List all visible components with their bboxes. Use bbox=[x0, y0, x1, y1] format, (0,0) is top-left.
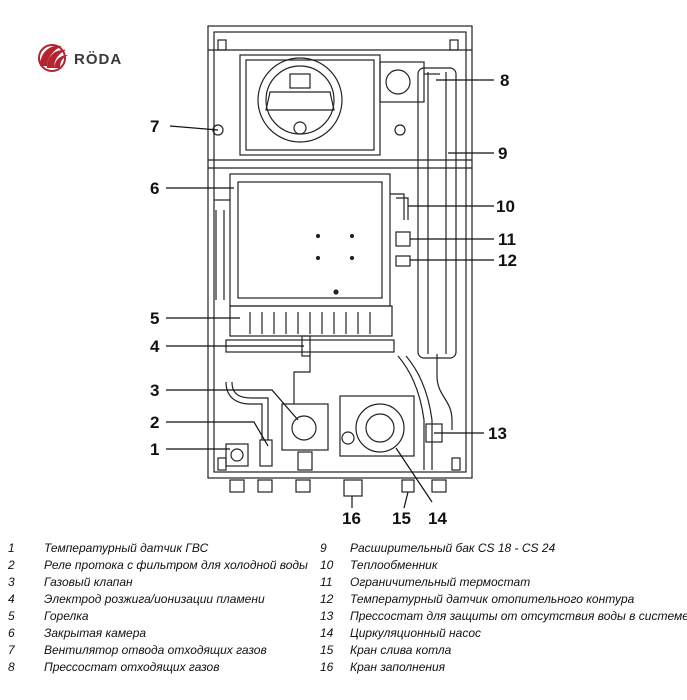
leader-line-3 bbox=[166, 389, 299, 421]
legend-number: 6 bbox=[8, 626, 15, 640]
legend-left: 1 Температурный датчик ГВС 2 Реле протока … bbox=[8, 540, 328, 680]
legend-number: 9 bbox=[320, 541, 327, 555]
leader-line-2 bbox=[166, 421, 269, 447]
leader-line-15 bbox=[403, 491, 409, 509]
legend-text: Горелка bbox=[44, 609, 89, 623]
callout-14: 14 bbox=[428, 509, 447, 528]
legend-text: Закрытая камера bbox=[44, 626, 147, 640]
callout-5: 5 bbox=[150, 309, 159, 328]
bottom-fittings bbox=[229, 479, 447, 497]
boiler-inner-panel bbox=[213, 31, 467, 473]
legend-text: Прессостат для защиты от отсутствия воды… bbox=[350, 609, 687, 623]
legend-number: 13 bbox=[320, 609, 334, 623]
callout-2: 2 bbox=[150, 413, 159, 432]
legend-text: Прессостат отходящих газов bbox=[44, 660, 220, 674]
legend-number: 4 bbox=[8, 592, 15, 606]
air-pressure-switch bbox=[379, 61, 440, 136]
legend-number: 2 bbox=[8, 558, 15, 572]
flow-switch bbox=[225, 381, 273, 467]
gas-valve bbox=[281, 356, 329, 471]
legend-number: 7 bbox=[8, 643, 15, 657]
legend-number: 10 bbox=[320, 558, 334, 572]
heat-exchanger bbox=[214, 193, 411, 300]
roda-logo: RÖDA bbox=[38, 44, 122, 72]
legend-number: 14 bbox=[320, 626, 334, 640]
legend-text: Кран заполнения bbox=[350, 660, 446, 674]
leader-lines bbox=[166, 79, 494, 509]
callout-13: 13 bbox=[488, 424, 507, 443]
callout-12: 12 bbox=[498, 251, 517, 270]
callout-numbers: 7 8 9 6 10 11 12 5 4 3 2 1 13 14 15 16 bbox=[150, 71, 517, 528]
combustion-chamber bbox=[229, 173, 391, 307]
callout-9: 9 bbox=[498, 144, 507, 163]
legend-text: Теплообменник bbox=[350, 558, 438, 572]
legend-text: Вентилятор отвода отходящих газов bbox=[44, 643, 267, 657]
legend-number: 15 bbox=[320, 643, 334, 657]
legend-text: Газовый клапан bbox=[44, 575, 133, 589]
legend-number: 3 bbox=[8, 575, 15, 589]
circulation-pump bbox=[339, 355, 433, 470]
dhw-sensor bbox=[225, 443, 249, 467]
boiler-outer-panel bbox=[207, 25, 473, 479]
callout-1: 1 bbox=[150, 440, 159, 459]
legend-number: 1 bbox=[8, 541, 15, 555]
legend-text: Электрод розжига/ионизации пламени bbox=[44, 592, 265, 606]
callout-4: 4 bbox=[150, 337, 160, 356]
legend-text: Циркуляционный насос bbox=[350, 626, 481, 640]
fan-housing bbox=[212, 54, 381, 156]
legend-text: Ограничительный термостат bbox=[350, 575, 531, 589]
legend-text: Температурный датчик отопительного конту… bbox=[350, 592, 635, 606]
callout-6: 6 bbox=[150, 179, 159, 198]
callout-8: 8 bbox=[500, 71, 509, 90]
legend-text: Температурный датчик ГВС bbox=[44, 541, 209, 555]
legend-right: 9 Расширительный бак CS 18 - CS 24 10 Тепл… bbox=[320, 540, 687, 680]
leader-line-14 bbox=[395, 447, 433, 503]
roda-logo-text: RÖDA bbox=[74, 51, 122, 68]
roda-logo-mark bbox=[38, 44, 68, 72]
legend-number: 11 bbox=[320, 575, 333, 589]
legend-number: 8 bbox=[8, 660, 15, 674]
burner bbox=[225, 305, 395, 357]
legend-text: Кран слива котла bbox=[350, 643, 452, 657]
callout-3: 3 bbox=[150, 381, 159, 400]
callout-16: 16 bbox=[342, 509, 361, 528]
legend-number: 12 bbox=[320, 592, 334, 606]
legend-text: Расширительный бак CS 18 - CS 24 bbox=[350, 541, 556, 555]
leader-line-7 bbox=[169, 125, 219, 131]
legend-number: 16 bbox=[320, 660, 334, 674]
legend-number: 5 bbox=[8, 609, 15, 623]
callout-7: 7 bbox=[150, 117, 159, 136]
fill-tap bbox=[343, 479, 363, 497]
legend-text: Реле протока с фильтром для холодной вод… bbox=[44, 558, 308, 572]
callout-15: 15 bbox=[392, 509, 411, 528]
callout-10: 10 bbox=[496, 197, 515, 216]
drain-tap bbox=[401, 479, 415, 493]
callout-11: 11 bbox=[498, 230, 516, 249]
expansion-tank bbox=[417, 67, 457, 430]
